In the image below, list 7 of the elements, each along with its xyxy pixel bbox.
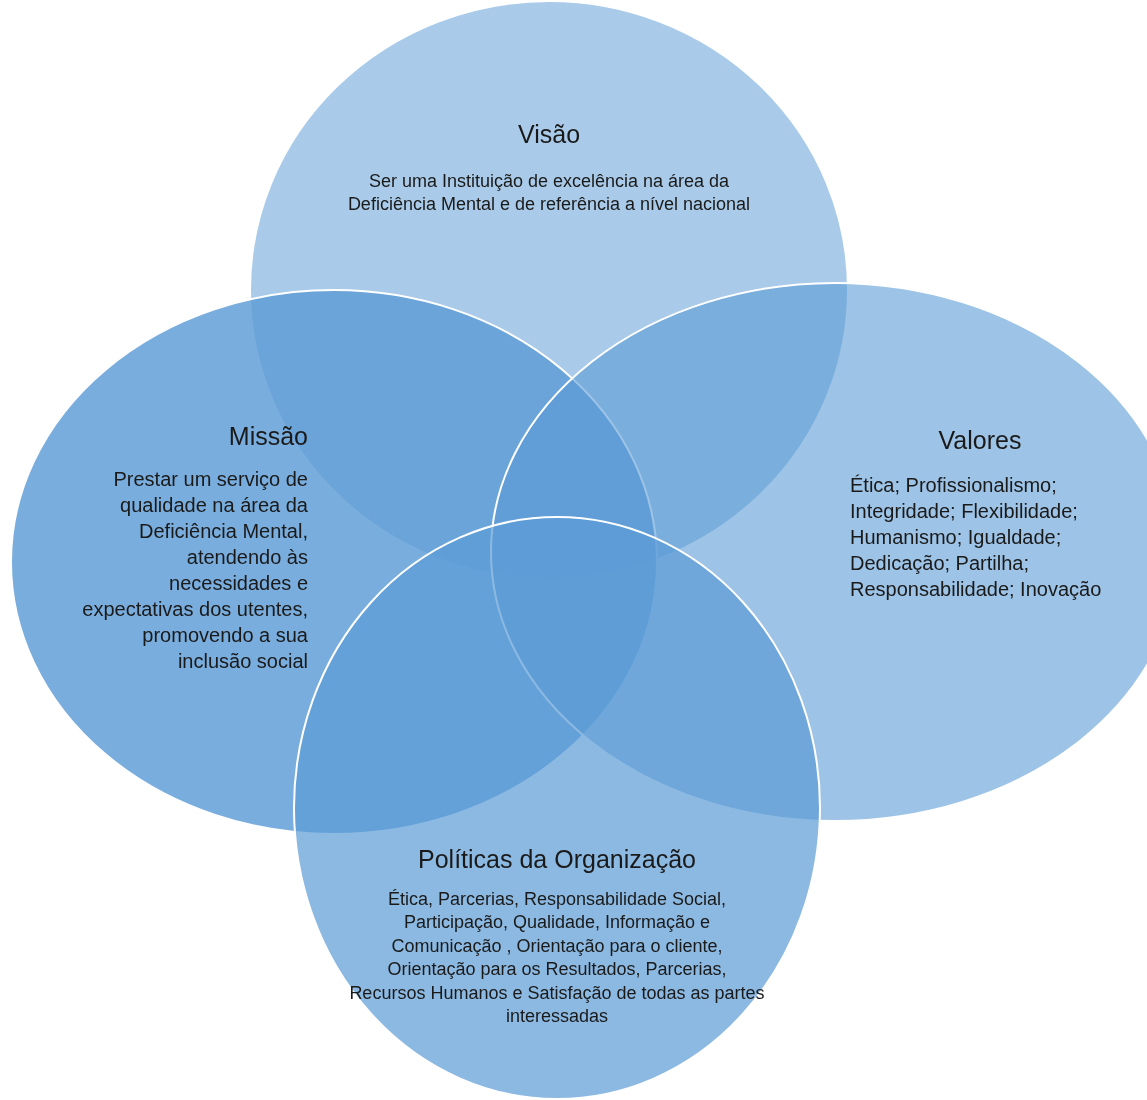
circle-text: Ser uma Instituição de excelência na área da Deficiência Mental e de referência a nível nacional bbox=[346, 170, 752, 217]
circle-text: Ética; Profissionalismo; Integridade; Flexibilidade; Humanismo; Igualdade; Dedicação; Partilha; Responsabilidade; Inovação bbox=[850, 473, 1103, 602]
circle-title: Valores bbox=[937, 425, 1023, 456]
circle-title: Missão bbox=[227, 421, 308, 452]
circle-title: Políticas da Organização bbox=[417, 844, 697, 875]
circle-title: Visão bbox=[516, 119, 582, 150]
circle-text: Prestar um serviço de qualidade na área da Deficiência Mental, atendendo às necessidades e expectativas dos utentes, promovendo a sua inclusão social bbox=[81, 467, 308, 674]
